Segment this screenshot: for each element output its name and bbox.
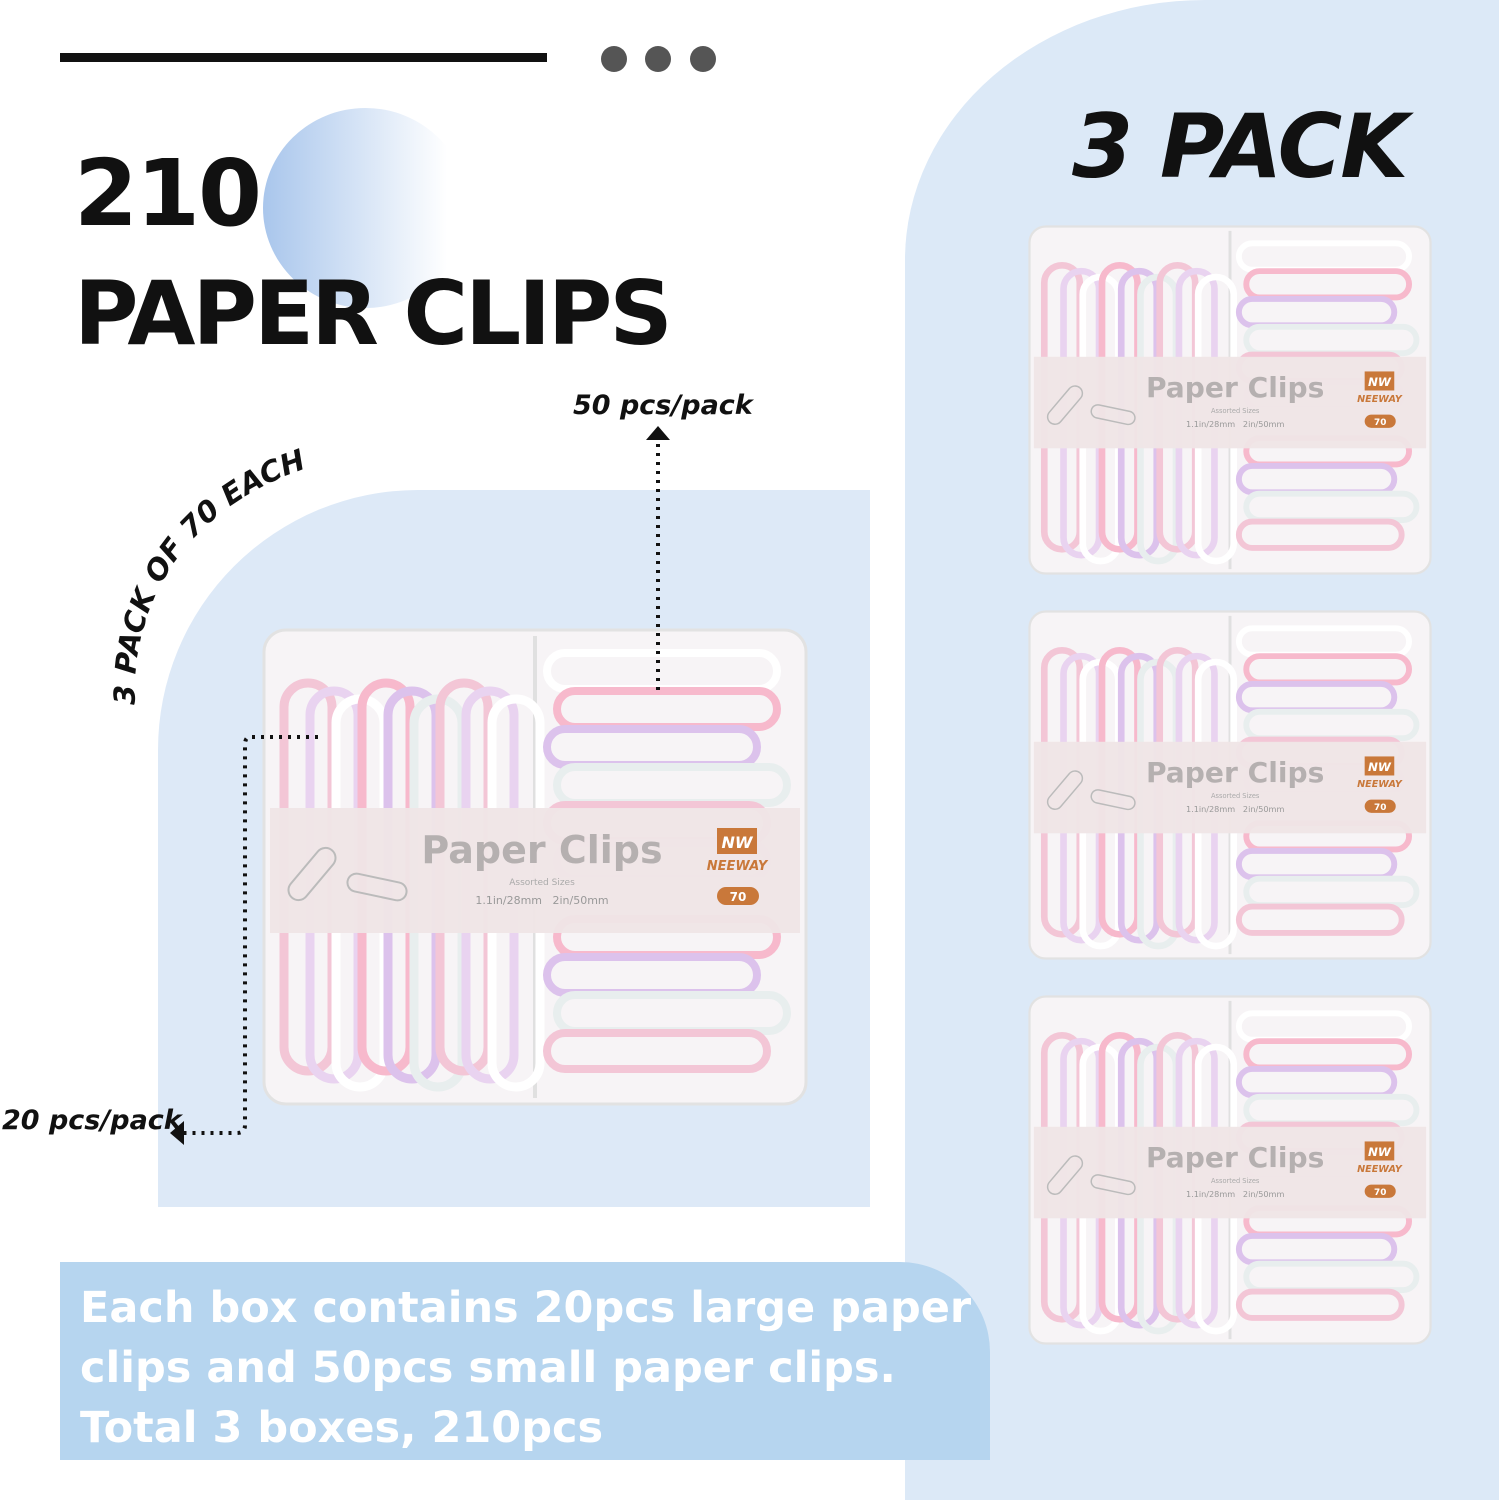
svg-text:Assorted Sizes: Assorted Sizes	[509, 878, 575, 888]
svg-text:NEEWAY: NEEWAY	[707, 859, 769, 874]
pack-title: 3 PACK	[1072, 95, 1408, 198]
description-line: Each box contains 20pcs large paper	[80, 1283, 972, 1333]
svg-text:Assorted Sizes: Assorted Sizes	[1211, 407, 1260, 415]
description-box	[60, 1262, 990, 1460]
svg-text:70: 70	[1374, 418, 1386, 428]
svg-text:NEEWAY: NEEWAY	[1357, 394, 1403, 405]
svg-text:1.1in/28mm 2in/50mm: 1.1in/28mm 2in/50mm	[1186, 1189, 1285, 1199]
svg-text:NW: NW	[1368, 1145, 1392, 1159]
svg-text:NW: NW	[1368, 375, 1392, 389]
callout-small-clips: 50 pcs/pack	[573, 390, 753, 421]
box-title: Paper Clips	[1146, 371, 1324, 404]
decorative-circle	[263, 108, 468, 308]
svg-text:Assorted Sizes: Assorted Sizes	[1211, 792, 1260, 800]
svg-text:70: 70	[1374, 1188, 1386, 1198]
headline-subtitle: PAPER CLIPS	[74, 262, 673, 365]
box-title: Paper Clips	[1146, 756, 1324, 789]
svg-text:NW: NW	[1368, 760, 1392, 774]
description-text: Each box contains 20pcs large paper clip…	[80, 1278, 980, 1458]
callout-large-clips: 20 pcs/pack	[2, 1105, 182, 1136]
svg-text:1.1in/28mm 2in/50mm: 1.1in/28mm 2in/50mm	[475, 894, 608, 907]
description-line: Total 3 boxes, 210pcs	[80, 1403, 604, 1453]
svg-text:NW: NW	[721, 833, 753, 852]
box-title: Paper Clips	[1146, 1141, 1324, 1174]
box-title: Paper Clips	[421, 828, 662, 872]
svg-text:NEEWAY: NEEWAY	[1357, 779, 1403, 790]
svg-text:70: 70	[730, 890, 747, 904]
dot-icon	[601, 46, 627, 72]
svg-text:Assorted Sizes: Assorted Sizes	[1211, 1177, 1260, 1185]
svg-text:NEEWAY: NEEWAY	[1357, 1164, 1403, 1175]
svg-text:70: 70	[1374, 803, 1386, 813]
headline-number: 210	[74, 140, 262, 247]
dot-icon	[645, 46, 671, 72]
svg-text:1.1in/28mm 2in/50mm: 1.1in/28mm 2in/50mm	[1186, 419, 1285, 429]
svg-text:1.1in/28mm 2in/50mm: 1.1in/28mm 2in/50mm	[1186, 804, 1285, 814]
description-line: clips and 50pcs small paper clips.	[80, 1343, 896, 1393]
decorative-line	[60, 53, 547, 62]
dot-icon	[690, 46, 716, 72]
